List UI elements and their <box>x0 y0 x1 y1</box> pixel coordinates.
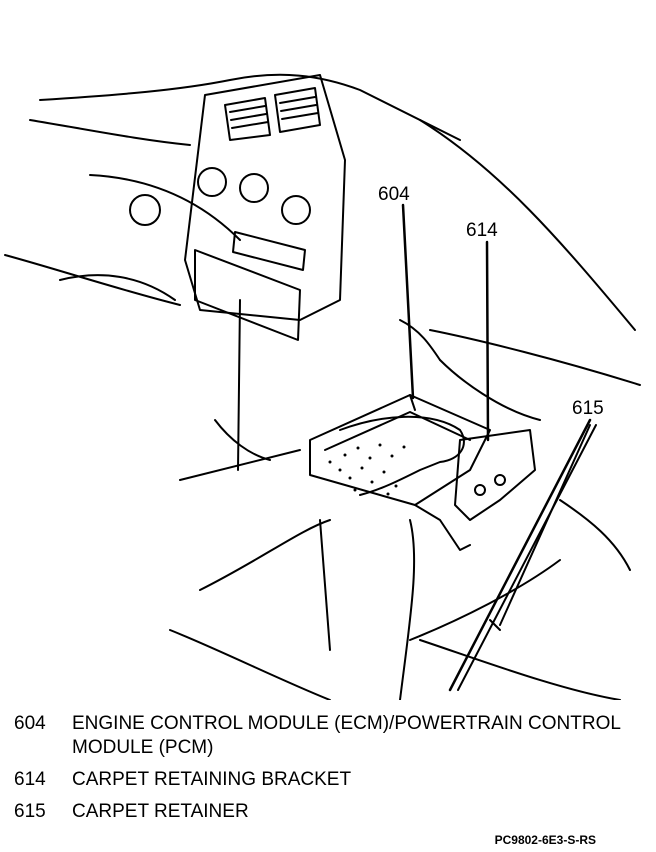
ecm-module <box>309 394 491 506</box>
figure-id: PC9802-6E3-S-RS <box>494 833 596 847</box>
legend-number: 615 <box>14 801 46 822</box>
legend-item-614: 614 CARPET RETAINING BRACKET <box>14 768 644 792</box>
callout-legend: 604 ENGINE CONTROL MODULE (ECM)/POWERTRA… <box>14 712 644 832</box>
dashboard-front-curve <box>4 254 181 306</box>
knob-1 <box>197 167 227 197</box>
center-console-bezel <box>184 74 346 321</box>
legend-item-615: 615 CARPET RETAINER <box>14 800 644 824</box>
leader-614 <box>485 240 490 442</box>
leader-615 <box>499 424 591 626</box>
carpet-retainer-strip <box>448 418 592 692</box>
side-knob <box>129 194 161 226</box>
right-vent <box>274 87 321 133</box>
callout-label-614: 614 <box>466 220 498 241</box>
legend-description: ENGINE CONTROL MODULE (ECM)/POWERTRAIN C… <box>72 713 621 758</box>
knob-2 <box>239 173 269 203</box>
hand <box>339 415 465 496</box>
legend-description: CARPET RETAINING BRACKET <box>72 769 352 790</box>
legend-number: 604 <box>14 713 46 734</box>
leader-604 <box>401 203 415 400</box>
dashboard-top-edge <box>39 73 461 141</box>
callout-label-615: 615 <box>572 398 604 419</box>
carpet-retaining-bracket <box>454 429 536 521</box>
callout-label-604: 604 <box>378 184 410 205</box>
knob-3 <box>281 195 311 225</box>
left-vent <box>224 97 271 141</box>
ecm-location-illustration <box>4 73 641 700</box>
legend-number: 614 <box>14 769 46 790</box>
legend-item-604: 604 ENGINE CONTROL MODULE (ECM)/POWERTRA… <box>14 712 644 760</box>
dashboard-lower-edge <box>29 119 191 146</box>
legend-description: CARPET RETAINER <box>72 801 249 822</box>
